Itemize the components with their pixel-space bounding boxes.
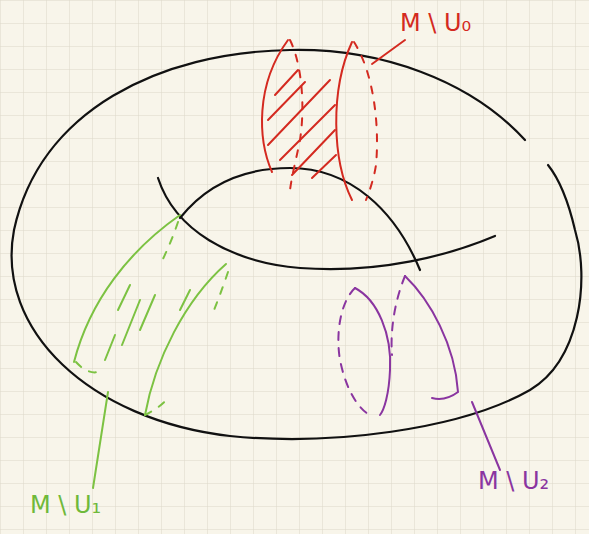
region-label: M \ U₁ bbox=[30, 492, 101, 518]
green-region bbox=[74, 215, 228, 488]
red-region bbox=[262, 40, 405, 200]
torus bbox=[12, 50, 582, 439]
region-label: M \ U₀ bbox=[400, 10, 471, 36]
region-label: M \ U₂ bbox=[478, 468, 549, 494]
purple-region bbox=[338, 276, 500, 470]
